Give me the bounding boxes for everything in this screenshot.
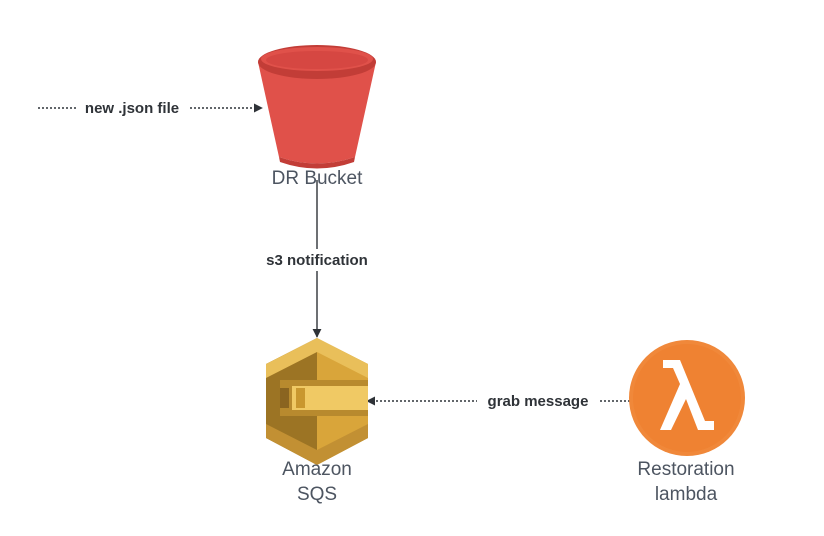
edge-s3-notification-label: s3 notification [266, 252, 368, 269]
node-restoration-lambda-label-line2: lambda [655, 484, 718, 505]
node-amazon-sqs-label-line1: Amazon [282, 459, 352, 480]
s3-bucket-icon [258, 45, 376, 169]
node-restoration-lambda-label-line1: Restoration [637, 459, 734, 480]
node-dr-bucket[interactable]: DR Bucket [258, 45, 376, 189]
edge-new-json-file: new .json file [38, 98, 263, 118]
edge-grab-message: grab message [366, 391, 630, 411]
lambda-icon [629, 340, 745, 456]
sqs-queue-icon [266, 338, 368, 465]
node-amazon-sqs-label-line2: SQS [297, 484, 337, 505]
node-restoration-lambda[interactable]: Restoration lambda [629, 340, 745, 505]
edge-new-json-file-label: new .json file [85, 100, 179, 117]
edge-grab-message-label: grab message [488, 393, 589, 410]
node-dr-bucket-label: DR Bucket [272, 168, 364, 189]
edge-s3-notification: s3 notification [252, 180, 382, 338]
node-amazon-sqs[interactable]: Amazon SQS [266, 338, 368, 505]
